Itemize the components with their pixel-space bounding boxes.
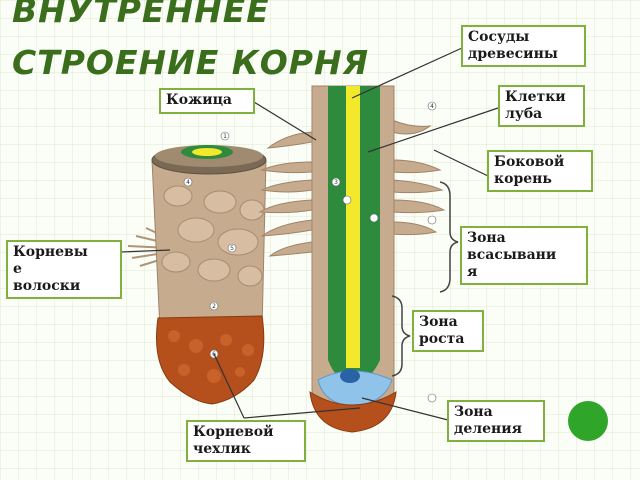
lateral-roots-right — [391, 119, 446, 236]
root-cap-left — [156, 315, 265, 405]
root-cap-right — [309, 391, 397, 433]
leader-skin — [253, 101, 317, 141]
cut-xylem-core — [192, 148, 222, 156]
hair-bumps — [161, 185, 265, 287]
leader-vessels — [351, 47, 463, 99]
accent-dot — [568, 401, 608, 441]
leader-root-hairs — [119, 249, 171, 253]
zone-brackets — [391, 181, 459, 377]
leader-phloem — [367, 107, 499, 153]
page-title-line-1: ВНУТРЕННЕЕ — [12, 0, 270, 30]
bracket-absorption — [439, 181, 459, 293]
leader-division-zone — [361, 397, 449, 421]
label-skin: Кожица — [159, 88, 255, 114]
leader-lines — [119, 47, 499, 421]
page-title-line-2: СТРОЕНИЕ КОРНЯ — [12, 43, 370, 82]
lateral-roots-left — [258, 131, 313, 257]
root-section-right — [258, 85, 446, 433]
meristem-center — [340, 369, 360, 383]
bracket-growth — [391, 295, 411, 377]
leader-root-cap-left — [213, 353, 245, 419]
xylem-core — [346, 86, 360, 368]
markers-right — [331, 101, 437, 403]
cap-texture — [168, 330, 254, 383]
root-section-left — [127, 131, 267, 405]
leader-root-cap-right — [243, 407, 361, 419]
leader-lateral-root — [433, 149, 489, 177]
